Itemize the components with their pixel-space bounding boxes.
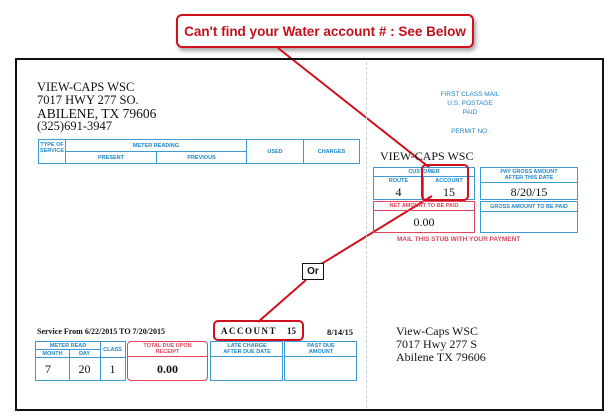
table-divider [423, 177, 424, 199]
net-amount-value: 0.00 [413, 215, 435, 229]
service-account-number: 15 [287, 325, 296, 336]
or-text: Or [307, 266, 319, 277]
table-divider [374, 176, 474, 177]
mail-stub-instruction: MAIL THIS STUB WITH YOUR PAYMENT [397, 236, 521, 243]
service-period: Service From 6/22/2015 TO 7/20/2015 [37, 327, 165, 336]
sender-address-line: 7017 HWY 277 SO. [37, 93, 139, 107]
month-header: MONTH [42, 351, 63, 357]
table-divider [285, 356, 356, 357]
day-value: 20 [78, 362, 91, 376]
service-account-label: ACCOUNT [220, 325, 277, 336]
connector-to-stub-account [277, 47, 431, 169]
sender-address: VIEW-CAPS WSC 7017 HWY 277 SO. ABILENE, … [37, 81, 156, 133]
table-divider [36, 349, 100, 350]
past-due-header: PAST DUE AMOUNT [307, 343, 335, 355]
service-account-highlight: ACCOUNT 15 [213, 320, 304, 341]
connector-from-stub-to-or [317, 195, 433, 267]
callout-banner: Can't find your Water account # : See Be… [176, 14, 474, 48]
month-value: 7 [45, 362, 51, 376]
recipient-address-line: 7017 Hwy 277 S [396, 337, 478, 351]
bill-date: 8/14/15 [327, 327, 353, 337]
stub-company-name: VIEW-CAPS WSC [380, 149, 474, 163]
table-divider [303, 140, 304, 163]
sender-city: ABILENE, TX 79606 [37, 106, 157, 121]
present-header: PRESENT [98, 155, 124, 161]
postage-line-1: FIRST CLASS MAIL [440, 91, 500, 98]
route-header: ROUTE [388, 178, 409, 184]
table-divider [211, 356, 282, 357]
class-value: 1 [109, 362, 116, 376]
callout-text: Can't find your Water account # : See Be… [184, 23, 466, 39]
late-charge-box: LATE CHARGE AFTER DUE DATE [210, 341, 283, 381]
or-label: Or [302, 263, 324, 280]
meter-reading-table: TYPE OF SERVICE METER READING PRESENT PR… [38, 139, 360, 164]
net-amount-box: NET AMOUNT TO BE PAID 0.00 [373, 201, 475, 233]
stub-account-value: 15 [443, 185, 455, 199]
route-value: 4 [395, 185, 402, 199]
recipient-city: Abilene TX 79606 [396, 350, 486, 364]
gross-amount-header: GROSS AMOUNT TO BE PAID [490, 204, 568, 210]
meter-read-header: METER READ [49, 343, 87, 349]
pay-gross-box: PAY GROSS AMOUNT AFTER THIS DATE 8/20/15 [480, 167, 578, 200]
charges-header: CHARGES [317, 149, 346, 155]
account-header: ACCOUNT [435, 178, 463, 184]
total-due-box: TOTAL DUE UPON RECEIPT 0.00 [127, 341, 208, 381]
pay-gross-date: 8/20/15 [510, 185, 548, 199]
stub-separator [366, 62, 367, 408]
recipient-address: View-Caps WSC 7017 Hwy 277 S Abilene TX … [396, 325, 486, 364]
postage-line-3: PAID [462, 109, 478, 116]
bill-frame [15, 58, 604, 411]
type-of-service-header: TYPE OF SERVICE [39, 142, 65, 154]
net-amount-header: NET AMOUNT TO BE PAID [389, 203, 459, 209]
day-header: DAY [78, 351, 91, 357]
customer-header: CUSTOMER [408, 169, 440, 175]
total-due-header: TOTAL DUE UPON RECEIPT [143, 343, 192, 355]
meter-reading-header: METER READING [132, 143, 180, 149]
table-divider [100, 342, 101, 380]
stub-account-highlight [421, 164, 469, 201]
postage-line-2: U.S. POSTAGE [447, 100, 493, 107]
meter-read-box: METER READ MONTH DAY CLASS 7 20 1 [35, 341, 126, 381]
total-due-value: 0.00 [157, 362, 178, 376]
pay-gross-header: PAY GROSS AMOUNT AFTER THIS DATE [500, 169, 558, 181]
sender-name: VIEW-CAPS WSC [37, 80, 135, 94]
late-charge-header: LATE CHARGE AFTER DUE DATE [223, 343, 271, 355]
class-header: CLASS [103, 347, 122, 353]
gross-amount-box: GROSS AMOUNT TO BE PAID [480, 201, 578, 233]
postage-line-4: PERMIT NO. [451, 128, 489, 135]
used-header: USED [267, 149, 283, 155]
table-divider [69, 349, 70, 380]
table-divider [481, 182, 577, 183]
table-divider [128, 356, 207, 357]
table-divider [246, 140, 247, 163]
table-divider [374, 210, 474, 211]
connector-or-to-service-account [257, 279, 307, 323]
postage-indicia: FIRST CLASS MAIL U.S. POSTAGE PAID PERMI… [430, 90, 510, 136]
sender-phone: (325)691-3947 [37, 119, 112, 133]
table-divider [481, 211, 577, 212]
table-divider [36, 357, 125, 358]
past-due-box: PAST DUE AMOUNT [284, 341, 357, 381]
table-divider [65, 140, 66, 163]
previous-header: PREVIOUS [187, 155, 216, 161]
recipient-name: View-Caps WSC [396, 324, 479, 338]
table-divider [156, 151, 157, 163]
